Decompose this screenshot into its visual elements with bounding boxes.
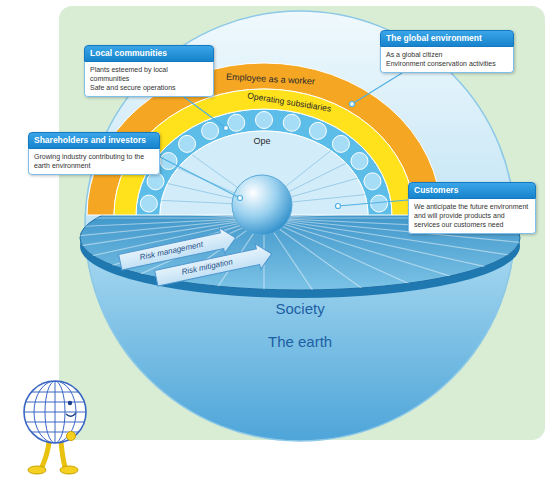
dot-ring-circle	[228, 114, 245, 131]
dot-ring-circle	[147, 173, 164, 190]
leader-dot	[224, 126, 229, 131]
callout-text: Environment conservation activities	[386, 59, 508, 68]
leader-line	[160, 157, 240, 198]
mascot-hand	[67, 432, 76, 441]
disk-ray	[264, 218, 337, 326]
leader-dot	[336, 204, 341, 209]
dot-ring-circle	[202, 122, 219, 139]
core-sphere	[232, 175, 292, 235]
disk-ray	[0, 218, 264, 289]
dot-ring-circle	[256, 112, 273, 129]
disk-ray	[54, 218, 264, 313]
disk-rays	[0, 108, 560, 328]
callout-box: Customers We anticipate the future enviro…	[408, 182, 536, 234]
callout-text: Plants esteemed by local communities	[90, 65, 208, 83]
panel-ground	[58, 5, 546, 441]
region-label: Society	[276, 300, 325, 318]
callout-text: We anticipate the future environment and…	[414, 202, 530, 229]
dot-ring-circle	[364, 173, 381, 190]
callout-heading: Local communities	[84, 45, 214, 62]
disk-ray	[0, 217, 264, 218]
callout-heading: Shareholders and investors	[28, 132, 160, 149]
callout-text: Growing industry contributing to the ear…	[34, 152, 154, 170]
leader-line	[184, 97, 226, 128]
dot-ring-circle	[283, 114, 300, 131]
ring-band: Ope	[160, 131, 368, 215]
mascot-leg	[61, 442, 65, 467]
mascot-smile	[66, 413, 76, 416]
callout-body: Growing industry contributing to the ear…	[28, 149, 160, 175]
callout-box: Shareholders and investorsGrowing indust…	[28, 132, 160, 175]
mascot-shoe	[60, 466, 78, 474]
leader-line	[338, 200, 408, 206]
dot-ring-circle	[160, 153, 177, 170]
callout-body: As a global citizenEnvironment conservat…	[380, 47, 514, 73]
disk-ray	[264, 218, 408, 321]
callout-heading: Customers	[408, 182, 536, 199]
leader-dot	[238, 196, 243, 201]
leader-line	[352, 73, 402, 104]
dot-ring-circle	[332, 135, 349, 152]
mascot-shoe	[28, 466, 46, 474]
dot-ring-circle	[179, 135, 196, 152]
callout-box: Local communitiesPlants esteemed by loca…	[84, 45, 214, 97]
mascot-grid	[20, 380, 90, 444]
dot-ring-circle	[140, 195, 157, 212]
ring-label: Ope	[254, 136, 271, 147]
callout-text: As a global citizen	[386, 50, 508, 59]
callout-heading: The global environment	[380, 30, 514, 47]
callout-box: The global environmentAs a global citize…	[380, 30, 514, 73]
dot-ring-circle	[309, 122, 326, 139]
callout-body: We anticipate the future environment and…	[408, 199, 536, 234]
dot-ring-circle	[351, 153, 368, 170]
mascot-globe	[20, 380, 90, 474]
mascot-leg	[42, 442, 49, 467]
leader-dot	[350, 102, 355, 107]
dot-ring-circle	[371, 195, 388, 212]
callout-body: Plants esteemed by local communitiesSafe…	[84, 62, 214, 97]
risk-arrow-fill	[154, 241, 275, 291]
region-label: The earth	[268, 333, 332, 351]
callout-text: Safe and secure operations	[90, 83, 208, 92]
mascot-eye	[68, 401, 72, 405]
